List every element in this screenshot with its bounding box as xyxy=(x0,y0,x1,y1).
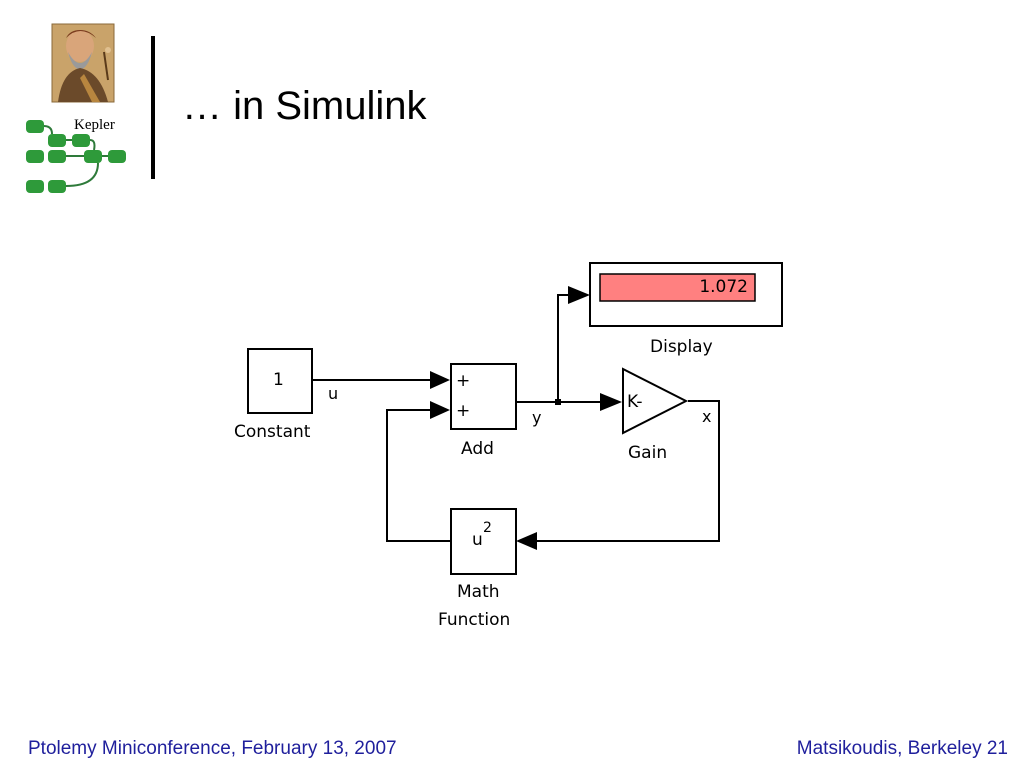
arrowhead-display-in xyxy=(568,286,590,304)
math-expression-base: u xyxy=(472,530,483,550)
signal-label-u: u xyxy=(328,384,338,403)
display-value: 1.072 xyxy=(699,277,748,297)
gain-label: Gain xyxy=(628,443,667,463)
title-divider xyxy=(151,36,155,179)
signal-label-x: x xyxy=(702,407,711,426)
arrowhead-add-in1 xyxy=(430,371,450,389)
footer-left: Ptolemy Miniconference, February 13, 200… xyxy=(28,738,397,759)
arrowheads xyxy=(430,286,622,550)
arrowhead-gain-in xyxy=(600,393,622,411)
gain-symbol: K- xyxy=(627,392,643,412)
branch-point xyxy=(555,399,561,405)
signal-line-to-display xyxy=(557,294,574,402)
display-label: Display xyxy=(650,337,713,357)
add-port2-sign: + xyxy=(456,401,470,421)
kepler-network-graphic xyxy=(26,120,126,193)
signal-line-feedback xyxy=(386,409,450,542)
arrowhead-add-in2 xyxy=(430,401,450,419)
kepler-portrait xyxy=(51,23,115,103)
constant-block[interactable]: 1 xyxy=(247,348,313,414)
kepler-logo: Kepler xyxy=(22,22,142,197)
signal-label-y: y xyxy=(532,408,541,427)
math-function-block[interactable]: u 2 xyxy=(450,508,517,575)
footer-right: Matsikoudis, Berkeley 21 xyxy=(796,738,1008,759)
constant-value: 1 xyxy=(273,370,284,390)
math-expression-exponent: 2 xyxy=(483,520,492,536)
kepler-logo-text: Kepler xyxy=(74,117,115,133)
signal-line-x xyxy=(534,400,720,542)
display-block[interactable]: 1.072 xyxy=(589,262,783,327)
add-block[interactable]: + + xyxy=(450,363,517,430)
math-function-label-line2: Function xyxy=(438,610,510,630)
constant-label: Constant xyxy=(234,422,311,442)
gain-block[interactable]: K- xyxy=(622,367,689,435)
slide-title: … in Simulink xyxy=(182,84,427,128)
arrowhead-math-in xyxy=(516,532,537,550)
add-label: Add xyxy=(461,439,494,459)
math-function-label-line1: Math xyxy=(457,582,500,602)
add-port1-sign: + xyxy=(456,371,470,391)
